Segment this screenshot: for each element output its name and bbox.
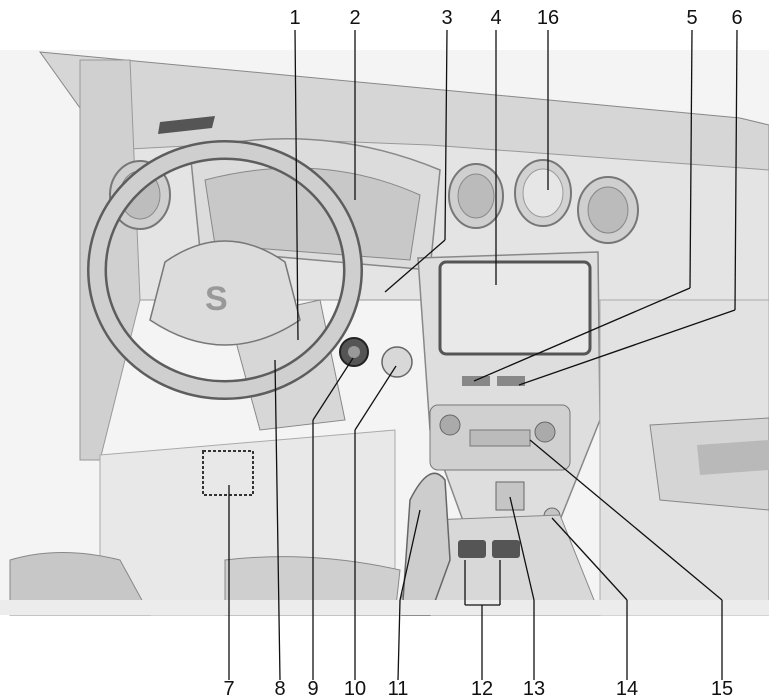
callout-8: 8 [274,678,285,699]
dashboard-illustration: S [0,50,769,616]
leader-lines [228,29,738,681]
callout-15: 15 [711,678,733,699]
callout-6: 6 [731,7,742,29]
callout-16: 16 [537,7,559,29]
callout-14: 14 [616,678,638,699]
callout-11: 11 [388,678,409,699]
svg-text:S: S [205,280,228,318]
callout-12: 12 [471,678,493,699]
callout-labels: 1 2 3 4 16 5 6 7 8 9 10 11 12 13 14 15 [223,7,742,699]
callout-2: 2 [349,7,360,29]
callout-3: 3 [441,7,452,29]
callout-4: 4 [490,7,501,29]
callout-9: 9 [307,678,318,699]
callout-13: 13 [523,678,545,699]
callout-5: 5 [686,7,697,29]
callout-7: 7 [223,678,234,699]
callout-1: 1 [289,7,300,29]
callout-10: 10 [344,678,366,699]
